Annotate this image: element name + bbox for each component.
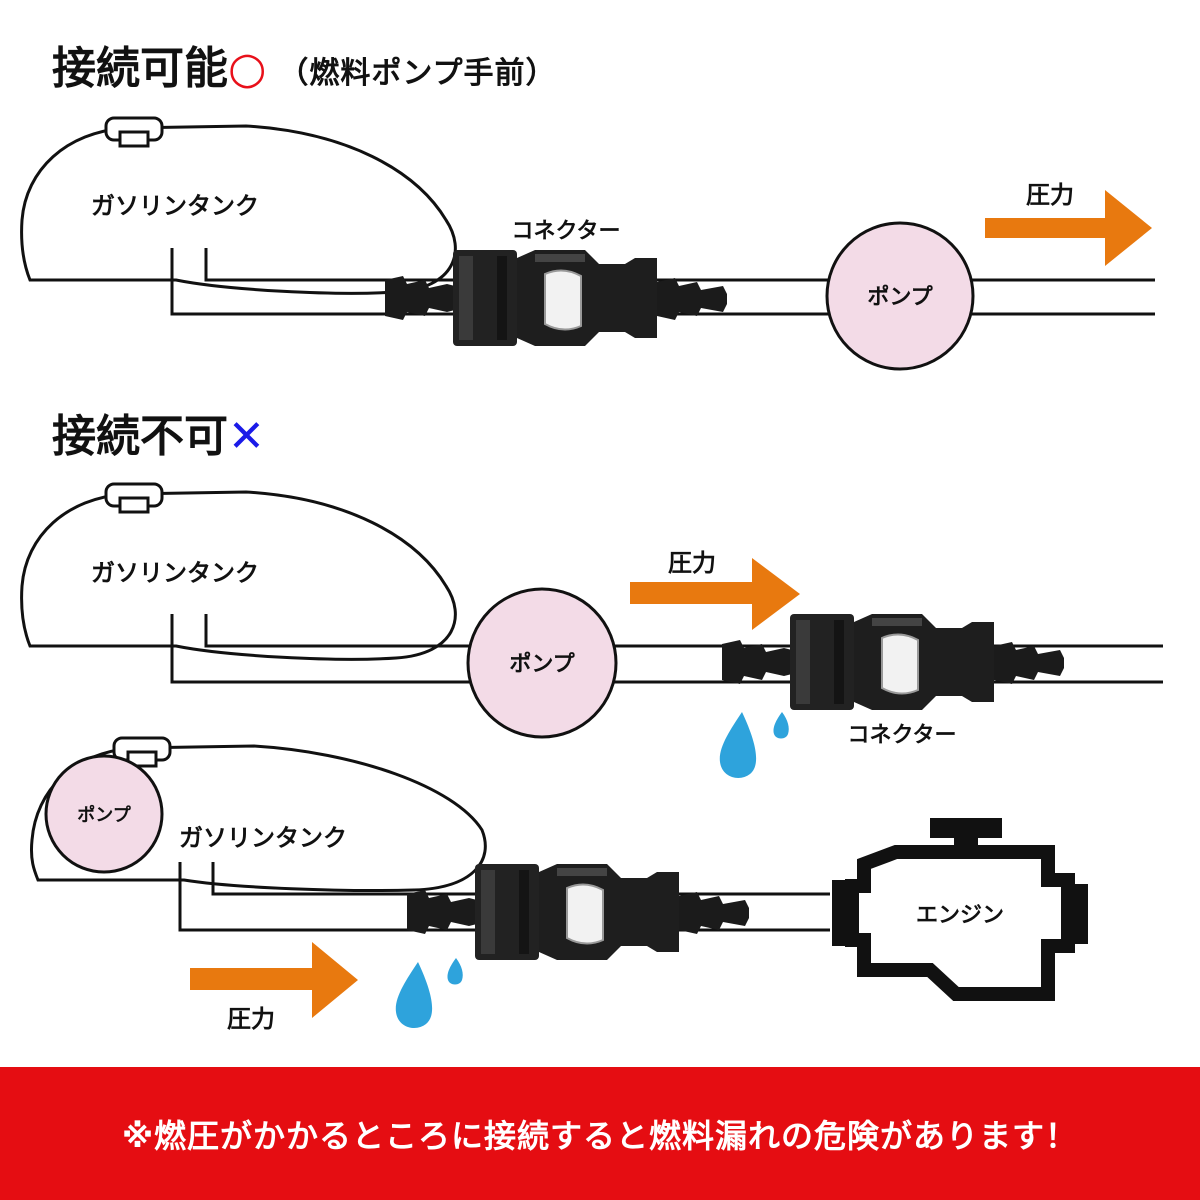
gas-tank bbox=[20, 116, 457, 295]
heading-connectable-note: （燃料ポンプ手前） bbox=[278, 56, 557, 91]
section-ok-diagram: ガソリンタンク コネクター ポンプ 圧力 bbox=[20, 116, 1155, 371]
pressure-label: 圧力 bbox=[227, 1005, 275, 1033]
pressure-arrow bbox=[985, 190, 1152, 266]
pump-label: ポンプ bbox=[867, 284, 933, 310]
section-ng-diagram-1: ガソリンタンク ポンプ 圧力 コネクター bbox=[20, 482, 1163, 778]
fuel-diagram: ガソリンタンク コネクター ポンプ 圧力 ガソリンタンク ポンプ 圧力 コネクタ… bbox=[20, 116, 1163, 1033]
warning-banner: ※燃圧がかかるところに接続すると燃料漏れの危険があります！ bbox=[0, 1067, 1200, 1200]
warning-text: ※燃圧がかかるところに接続すると燃料漏れの危険があります！ bbox=[121, 1116, 1079, 1155]
engine-label: エンジン bbox=[916, 903, 1004, 928]
pressure-arrow bbox=[630, 558, 800, 630]
pump-label: ポンプ bbox=[77, 804, 131, 826]
cross-ng-icon: ✕ bbox=[228, 411, 265, 462]
fuel-leak-drop-icon bbox=[395, 958, 463, 1028]
tank-label: ガソリンタンク bbox=[91, 559, 259, 587]
heading-not-connectable: 接続不可✕ bbox=[52, 400, 265, 464]
gas-tank bbox=[20, 482, 457, 661]
fuel-leak-drop-icon bbox=[719, 712, 789, 778]
pressure-label: 圧力 bbox=[1026, 181, 1074, 209]
heading-connectable-text: 接続可能 bbox=[52, 43, 228, 94]
connector-label: コネクター bbox=[847, 723, 956, 748]
pressure-arrow bbox=[190, 942, 358, 1018]
engine-icon bbox=[832, 818, 1088, 1001]
pump-circle bbox=[825, 221, 975, 371]
pump-circle bbox=[466, 587, 618, 739]
heading-connectable: 接続可能○ （燃料ポンプ手前） bbox=[52, 32, 557, 96]
tank-label: ガソリンタンク bbox=[179, 824, 347, 852]
tank-label: ガソリンタンク bbox=[91, 192, 259, 220]
pump-label: ポンプ bbox=[509, 651, 575, 677]
connector-label: コネクター bbox=[511, 219, 620, 244]
section-ng-diagram-2: ポンプ ガソリンタンク エンジン 圧力 bbox=[30, 736, 1088, 1033]
connector-image bbox=[721, 613, 1065, 711]
circle-ok-icon: ○ bbox=[228, 43, 267, 94]
pressure-label: 圧力 bbox=[668, 549, 716, 577]
heading-not-connectable-text: 接続不可 bbox=[52, 411, 228, 462]
pump-circle bbox=[44, 754, 164, 874]
